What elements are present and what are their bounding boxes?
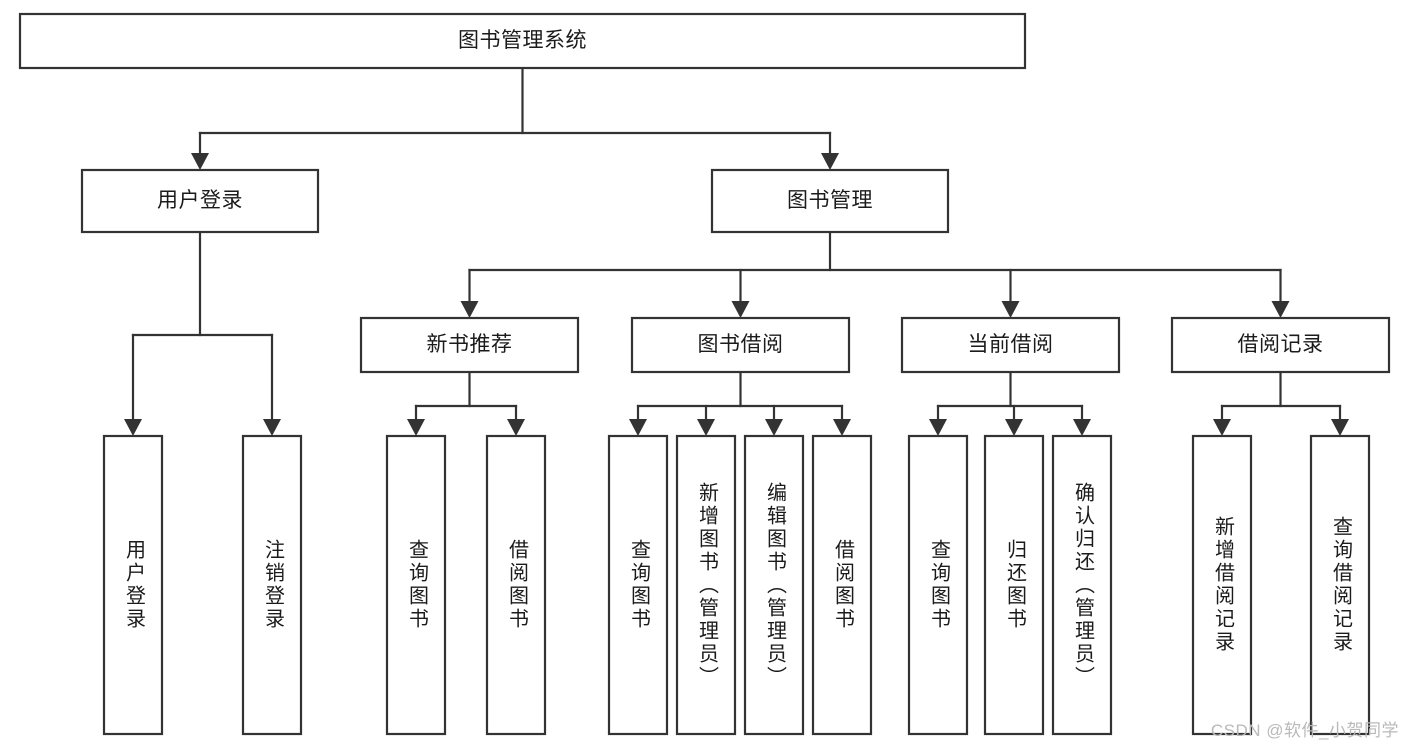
- leaves-box-查询图书[interactable]: [385, 434, 447, 736]
- leaves-box-查询图书[interactable]: [607, 434, 669, 736]
- leaves-box-借阅图书[interactable]: [811, 434, 873, 736]
- 新书推荐-to-查询图书-2-arrowhead: [407, 419, 425, 436]
- 用户登录-to-注销登录-1-arrowhead: [263, 419, 281, 436]
- leaves-box-借阅图书[interactable]: [485, 434, 547, 736]
- leaves-box-确认归还管理员[interactable]: [1051, 434, 1113, 736]
- leaf-node-查询图书[interactable]: [909, 436, 967, 734]
- 图书借阅-to-借阅图书-7-arrowhead: [833, 419, 851, 436]
- leaves-box-编辑图书管理员[interactable]: [743, 434, 805, 736]
- connector-layer: [124, 66, 1349, 436]
- leaves-box-新增借阅记录[interactable]: [1191, 434, 1253, 736]
- leaf-node-查询图书[interactable]: [387, 436, 445, 734]
- level2-box-用户登录[interactable]: [80, 168, 320, 234]
- leaf-node-用户登录[interactable]: [104, 436, 162, 734]
- 当前借阅-to-查询图书-8-arrowhead: [929, 419, 947, 436]
- mgr-to-图书借阅-1-arrowhead: [731, 301, 750, 318]
- 借阅记录-to-新增借阅记录-11-arrowhead: [1213, 419, 1231, 436]
- leaf-node-确认归还管理员[interactable]: [1053, 436, 1111, 734]
- mgr-to-当前借阅-2-arrowhead: [1001, 301, 1020, 318]
- level3-box-图书借阅[interactable]: [630, 316, 851, 374]
- leaves-box-查询图书[interactable]: [907, 434, 969, 736]
- root-to-图书管理-1-arrowhead: [821, 153, 839, 170]
- watermark: CSDN @软件_小贺同学: [1210, 721, 1399, 740]
- level3-box-当前借阅[interactable]: [900, 316, 1121, 374]
- 图书借阅-to-编辑图书管理员-6-arrowhead: [765, 419, 783, 436]
- leaf-node-注销登录[interactable]: [243, 436, 301, 734]
- leaves-box-用户登录[interactable]: [102, 434, 164, 736]
- leaf-node-归还图书[interactable]: [985, 436, 1043, 734]
- 图书借阅-to-新增图书管理员-5-arrowhead: [697, 419, 715, 436]
- leaf-node-编辑图书管理员[interactable]: [745, 436, 803, 734]
- leaves-box-归还图书[interactable]: [983, 434, 1045, 736]
- mgr-to-新书推荐-0-arrowhead: [460, 301, 479, 318]
- leaf-node-新增图书管理员[interactable]: [677, 436, 735, 734]
- 当前借阅-to-归还图书-9-arrowhead: [1005, 419, 1023, 436]
- level2-box-图书管理[interactable]: [710, 168, 950, 234]
- leaf-node-借阅图书[interactable]: [487, 436, 545, 734]
- leaves-box-查询借阅记录[interactable]: [1309, 434, 1371, 736]
- root-box-图书管理系统[interactable]: [18, 12, 1027, 70]
- leaf-node-查询图书[interactable]: [609, 436, 667, 734]
- 借阅记录-to-查询借阅记录-12-arrowhead: [1331, 419, 1349, 436]
- 新书推荐-to-借阅图书-3-arrowhead: [507, 419, 525, 436]
- node-box-layer: [18, 12, 1391, 736]
- leaves-box-新增图书管理员[interactable]: [675, 434, 737, 736]
- leaf-node-查询借阅记录[interactable]: [1311, 436, 1369, 734]
- leaf-node-借阅图书[interactable]: [813, 436, 871, 734]
- 当前借阅-to-确认归还管理员-10-arrowhead: [1073, 419, 1091, 436]
- root-to-用户登录-0-arrowhead: [191, 153, 209, 170]
- 图书借阅-to-查询图书-4-arrowhead: [629, 419, 647, 436]
- leaves-box-注销登录[interactable]: [241, 434, 303, 736]
- 用户登录-to-用户登录-0-arrowhead: [124, 419, 142, 436]
- level3-box-借阅记录[interactable]: [1170, 316, 1391, 374]
- level3-box-新书推荐[interactable]: [359, 316, 580, 374]
- mgr-to-借阅记录-3-arrowhead: [1271, 301, 1290, 318]
- leaf-node-新增借阅记录[interactable]: [1193, 436, 1251, 734]
